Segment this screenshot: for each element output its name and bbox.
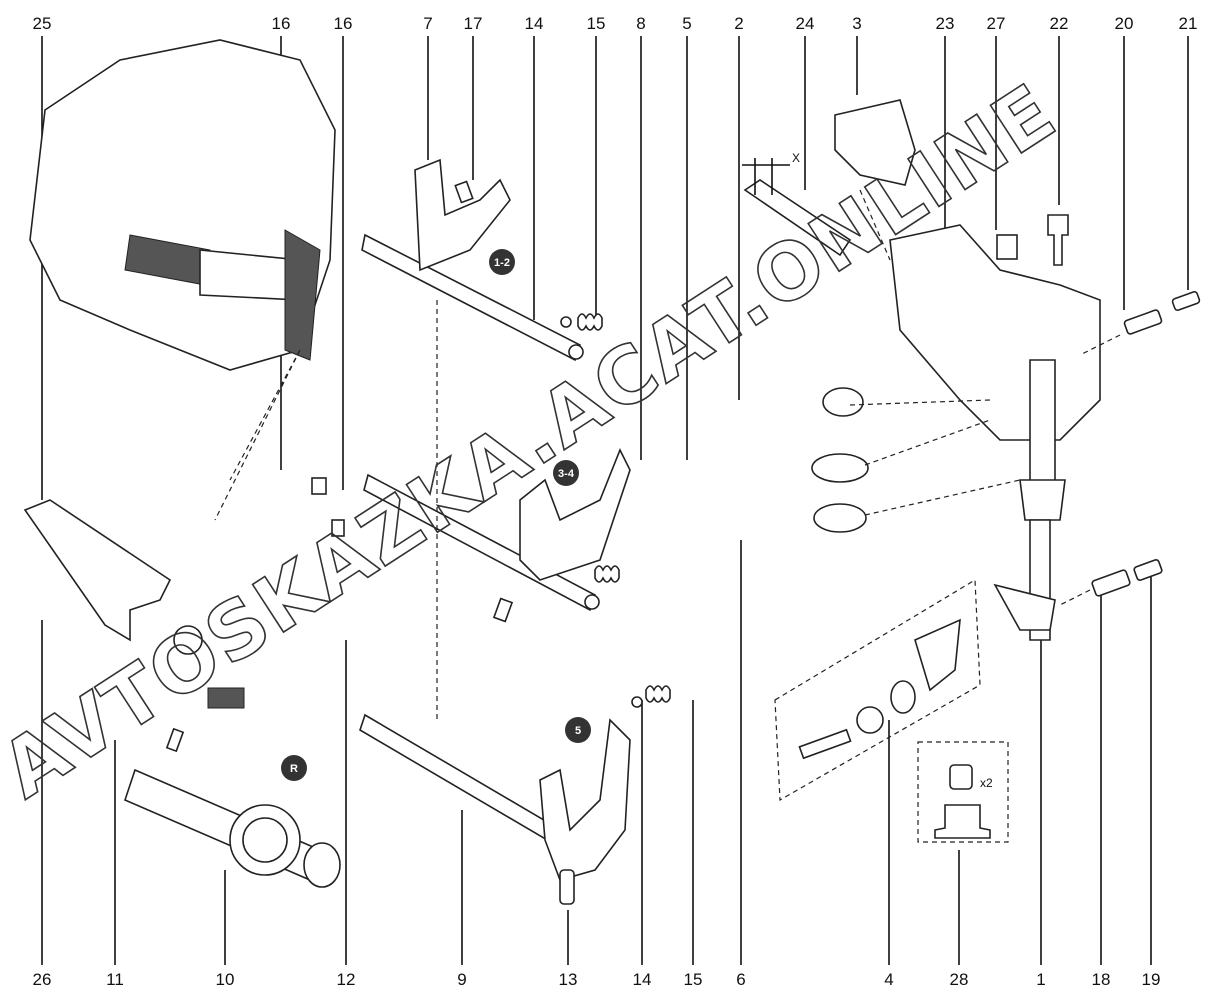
- callout-top: 2: [734, 14, 743, 33]
- callout-top: 16: [334, 14, 353, 33]
- spring-rail-8: [594, 565, 620, 583]
- callout-top: 3: [852, 14, 861, 33]
- cap-27: [996, 234, 1018, 260]
- callout-top: 27: [987, 14, 1006, 33]
- svg-text:R: R: [290, 763, 298, 775]
- callout-bottom: 6: [736, 970, 745, 989]
- callout-top: 17: [464, 14, 483, 33]
- callout-bottom: 9: [457, 970, 466, 989]
- seal-2: [822, 387, 864, 417]
- ring-5: [811, 453, 869, 483]
- spring-15: [577, 313, 603, 331]
- selector-housing: [834, 99, 1101, 641]
- callout-top: 14: [525, 14, 544, 33]
- gear-badge-r: R: [281, 755, 307, 781]
- pin-17: [454, 180, 474, 204]
- shift-fork-7: [361, 158, 584, 362]
- callout-bottom: 10: [216, 970, 235, 989]
- callout-top: 25: [33, 14, 52, 33]
- gear-badge-5: 5: [565, 717, 591, 743]
- callout-bottom: 28: [950, 970, 969, 989]
- callout-top: 16: [272, 14, 291, 33]
- pin-12: [492, 597, 514, 623]
- svg-text:1-2: 1-2: [494, 257, 510, 269]
- pin-18: [1091, 569, 1131, 597]
- ball-14b: [631, 696, 643, 708]
- callout-top: 21: [1179, 14, 1198, 33]
- dimension-x: X: [742, 151, 800, 195]
- callout-bottom: 4: [884, 970, 893, 989]
- callout-top: 22: [1050, 14, 1069, 33]
- reverse-shaft-10: [124, 768, 341, 888]
- dimension-label: X: [792, 151, 800, 165]
- quantity-label: x2: [980, 776, 993, 790]
- callout-bottom: 14: [633, 970, 652, 989]
- callout-bottom: 12: [337, 970, 356, 989]
- shift-fork-8: [363, 448, 631, 612]
- gear-badge-1-2: 1-2: [489, 249, 515, 275]
- pin-21: [1171, 290, 1201, 312]
- pin-16a: [311, 477, 327, 495]
- callout-top: 7: [423, 14, 432, 33]
- callout-bottom: 11: [106, 970, 124, 989]
- callout-bottom: 26: [33, 970, 52, 989]
- pin-16b: [331, 519, 345, 537]
- callout-top: 5: [682, 14, 691, 33]
- callout-top: 23: [936, 14, 955, 33]
- pin-20: [1123, 309, 1163, 335]
- callout-top: 15: [587, 14, 606, 33]
- gear-badge-3-4: 3-4: [553, 460, 579, 486]
- kit-4: [774, 578, 981, 802]
- bracket-26: [23, 499, 245, 709]
- bolt-22: [1047, 214, 1069, 266]
- callout-bottom: 15: [684, 970, 703, 989]
- pin-19: [1133, 559, 1163, 581]
- callout-bottom: 13: [559, 970, 578, 989]
- leader-lines: [41, 36, 1189, 965]
- spring-15b: [645, 685, 671, 703]
- pin-13: [559, 869, 575, 905]
- gearbox-housing: [29, 39, 336, 521]
- callout-bottom: 19: [1142, 970, 1161, 989]
- callout-top: 20: [1115, 14, 1134, 33]
- callout-bottom: 1: [1036, 970, 1045, 989]
- shift-fork-9: [359, 713, 631, 881]
- seal-6: [813, 503, 867, 533]
- callout-top: 24: [796, 14, 815, 33]
- callout-bottom: 18: [1092, 970, 1111, 989]
- callout-top: 8: [636, 14, 645, 33]
- svg-text:5: 5: [575, 725, 581, 737]
- ball-14: [560, 316, 572, 328]
- svg-text:3-4: 3-4: [558, 468, 575, 480]
- kit-28: [917, 741, 1009, 843]
- pin-11: [165, 727, 185, 753]
